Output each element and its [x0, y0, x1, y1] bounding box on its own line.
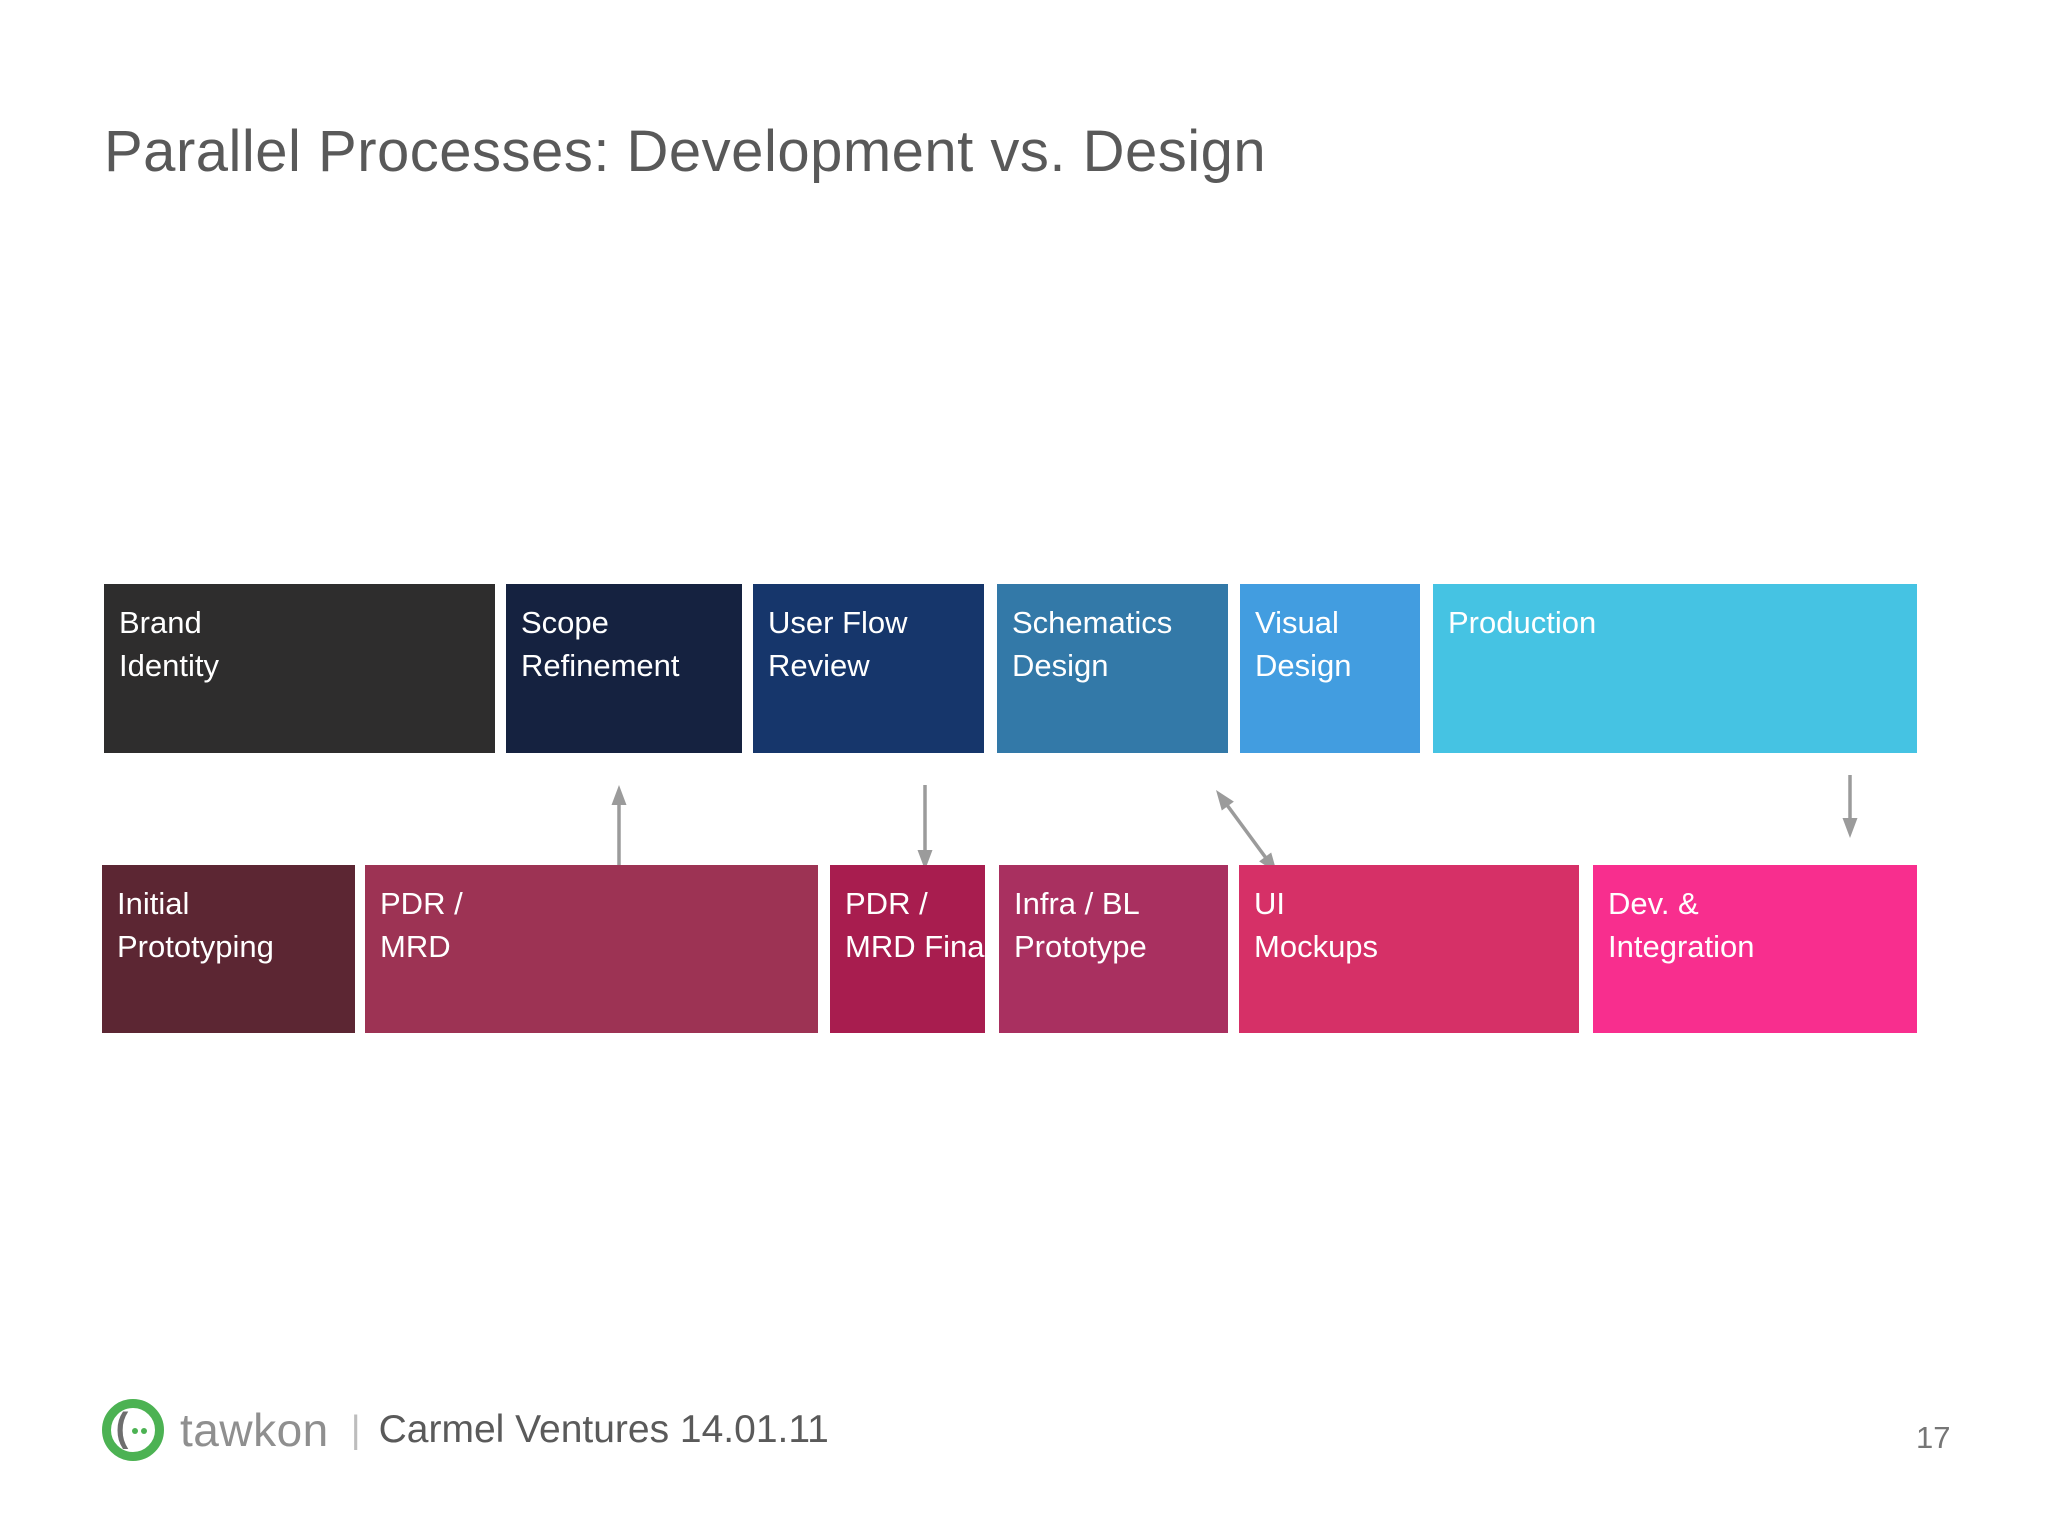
box-label-line: Initial [117, 886, 190, 921]
box-label-line: Brand [119, 605, 202, 640]
tawkon-logo-icon: ( [102, 1399, 164, 1461]
arrow-down-user-flow-review [917, 785, 933, 870]
arrow-down-production [1842, 775, 1858, 838]
box-label-line: Schematics [1012, 605, 1173, 640]
process-box-pdr-mrd: PDR / MRD [365, 865, 818, 1033]
process-box-production: Production [1433, 584, 1917, 753]
box-label-line: Prototyping [117, 929, 274, 964]
logo-dots-icon [132, 1428, 150, 1434]
phone-arc-icon: ( [115, 1405, 129, 1450]
box-label-line: Integration [1608, 929, 1755, 964]
box-label-line: Dev. & [1608, 886, 1699, 921]
footer: ( tawkon | Carmel Ventures 14.01.11 [102, 1399, 829, 1461]
box-label-line: User Flow [768, 605, 908, 640]
box-label-line: MRD Final [845, 929, 985, 964]
box-label-line: MRD [380, 929, 451, 964]
process-box-pdr-mrd-final: PDR / MRD Final [830, 865, 985, 1033]
box-label-line: PDR / [380, 886, 463, 921]
process-box-ui-mockups: UI Mockups [1239, 865, 1579, 1033]
footer-separator: | [350, 1408, 361, 1451]
tawkon-wordmark: tawkon [180, 1404, 329, 1456]
box-label-line: Identity [119, 648, 219, 683]
box-label-line: Prototype [1014, 929, 1147, 964]
page-number: 17 [1916, 1420, 1951, 1455]
box-label-line: Scope [521, 605, 609, 640]
box-label-line: Mockups [1254, 929, 1379, 964]
box-label-line: Design [1012, 648, 1109, 683]
box-label-line: Production [1448, 605, 1597, 640]
arrow-up-scope-refinement [611, 785, 627, 872]
box-label-line: UI [1254, 886, 1285, 921]
box-label-line: Design [1255, 648, 1352, 683]
box-label-line: Review [768, 648, 870, 683]
process-box-infra-bl-prototype: Infra / BL Prototype [999, 865, 1228, 1033]
slide-title: Parallel Processes: Development vs. Desi… [104, 119, 1267, 184]
box-label-line: PDR / [845, 886, 928, 921]
box-label-line: Visual [1255, 605, 1339, 640]
box-label-line: Refinement [521, 648, 680, 683]
arrow-diagonal-schematics-ui-mockups [1216, 790, 1277, 873]
process-box-dev-integration: Dev. & Integration [1593, 865, 1917, 1033]
box-label-line: Infra / BL [1014, 886, 1140, 921]
footer-caption: Carmel Ventures 14.01.11 [378, 1408, 829, 1451]
